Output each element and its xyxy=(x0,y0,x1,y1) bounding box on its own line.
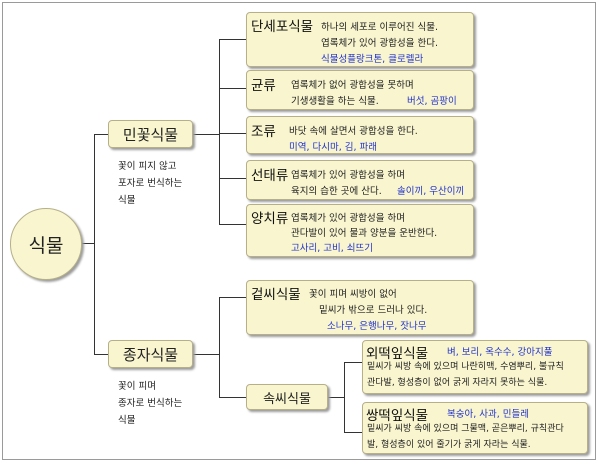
connector xyxy=(344,362,362,363)
group-examples: 식물성플랑크톤, 클로렐라 xyxy=(321,54,424,65)
group-desc-line: 발, 형성층이 있어 줄기가 굵게 자라는 식물. xyxy=(367,440,531,450)
group-desc-line: 엽록체가 있어 광합성을 하며 xyxy=(291,213,405,224)
group-title: 양치류 xyxy=(251,211,289,227)
group-examples: 벼, 보리, 옥수수, 강아지풀 xyxy=(447,347,553,358)
group-examples: 버섯, 곰팡이 xyxy=(407,96,457,107)
category-cryptogam-label: 민꽃식물 xyxy=(122,125,179,144)
root-node-plant: 식물 xyxy=(10,208,82,280)
group-examples: 미역, 다시마, 김, 파래 xyxy=(289,142,378,153)
group-angiosperm: 속씨식물 xyxy=(246,384,328,410)
group-desc-line: 엽록체가 없어 광합성을 못하며 xyxy=(291,80,414,91)
group-monocot: 외떡잎식물 벼, 보리, 옥수수, 강아지풀 밑씨가 씨방 속에 있으며 나란히… xyxy=(362,340,588,394)
connector xyxy=(219,88,246,89)
group-desc-line: 엽록체가 있어 광합성을 한다. xyxy=(321,38,438,49)
connector xyxy=(94,134,95,354)
category-cryptogam-desc: 꽃이 피지 않고 포자로 번식하는 식물 xyxy=(118,161,183,206)
group-title: 쌍떡잎식물 xyxy=(366,408,429,424)
group-examples: 솔이끼, 우산이끼 xyxy=(397,186,465,197)
group-title: 조류 xyxy=(251,124,276,140)
group-title: 외떡잎식물 xyxy=(366,346,429,362)
connector xyxy=(193,354,219,355)
connector xyxy=(344,432,362,433)
group-dicot: 쌍떡잎식물 복숭아, 사과, 민들레 밑씨가 씨방 속에 있으며 그물맥, 곧은… xyxy=(362,402,588,454)
group-bryophyte: 선태류 엽록체가 있어 광합성을 하며 육지의 습한 곳에 산다. 솔이끼, 우… xyxy=(246,160,474,200)
group-desc-line: 기생생활을 하는 식물. xyxy=(291,96,379,107)
group-gymnosperm: 겉씨식물 꽃이 피며 씨방이 없어 밑씨가 밖으로 드러나 있다. 소나무, 은… xyxy=(246,280,474,335)
group-examples: 고사리, 고비, 쇠뜨기 xyxy=(291,243,373,254)
group-desc-line: 밑씨가 밖으로 드러나 있다. xyxy=(319,305,428,316)
category-cryptogam: 민꽃식물 xyxy=(108,120,193,148)
connector xyxy=(219,133,246,134)
group-desc-line: 육지의 습한 곳에 산다. xyxy=(291,186,382,197)
connector xyxy=(219,224,246,225)
group-pteridophyte: 양치류 엽록체가 있어 광합성을 하며 관다발이 있어 물과 양분을 운반한다.… xyxy=(246,204,474,257)
category-seed-plant-label: 종자식물 xyxy=(122,345,179,364)
group-desc-line: 엽록체가 있어 광합성을 하며 xyxy=(291,170,405,181)
connector xyxy=(219,297,220,397)
connector xyxy=(193,134,219,135)
group-unicellular: 단세포식물 하나의 세포로 이루어진 식물. 엽록체가 있어 광합성을 한다. … xyxy=(246,12,474,67)
connector xyxy=(219,39,220,224)
connector xyxy=(219,397,246,398)
group-desc-line: 하나의 세포로 이루어진 식물. xyxy=(321,22,438,33)
group-desc-line: 밑씨가 씨방 속에 있으며 나란히맥, 수염뿌리, 불규칙 xyxy=(367,362,564,372)
group-title: 선태류 xyxy=(251,168,289,184)
category-seed-plant-desc: 꽃이 피며 종자로 번식하는 식물 xyxy=(118,381,183,426)
group-title: 균류 xyxy=(251,78,276,94)
group-desc-line: 밑씨가 씨방 속에 있으며 그물맥, 곧은뿌리, 규칙관다 xyxy=(367,424,564,434)
group-angiosperm-label: 속씨식물 xyxy=(263,391,311,407)
connector xyxy=(328,397,344,398)
group-desc-line: 바닷 속에 살면서 광합성을 한다. xyxy=(289,126,418,137)
connector xyxy=(94,134,108,135)
group-algae: 조류 바닷 속에 살면서 광합성을 한다. 미역, 다시마, 김, 파래 xyxy=(246,116,474,154)
group-examples: 복숭아, 사과, 민들레 xyxy=(447,409,529,420)
group-title: 단세포식물 xyxy=(251,19,314,35)
group-desc-line: 관다발이 있어 물과 양분을 운반한다. xyxy=(291,228,438,239)
group-title: 겉씨식물 xyxy=(251,287,301,303)
connector xyxy=(82,243,94,244)
group-examples: 소나무, 은행나무, 잣나무 xyxy=(327,321,427,332)
connector xyxy=(94,354,108,355)
group-fungi: 균류 엽록체가 없어 광합성을 못하며 기생생활을 하는 식물. 버섯, 곰팡이 xyxy=(246,70,474,110)
category-seed-plant: 종자식물 xyxy=(108,340,193,368)
connector xyxy=(219,39,246,40)
connector xyxy=(219,178,246,179)
group-desc-line: 관다발, 형성층이 없어 굵게 자라지 못하는 식물. xyxy=(367,378,548,388)
group-desc-line: 꽃이 피며 씨방이 없어 xyxy=(309,289,397,300)
connector xyxy=(219,297,246,298)
connector xyxy=(344,362,345,432)
